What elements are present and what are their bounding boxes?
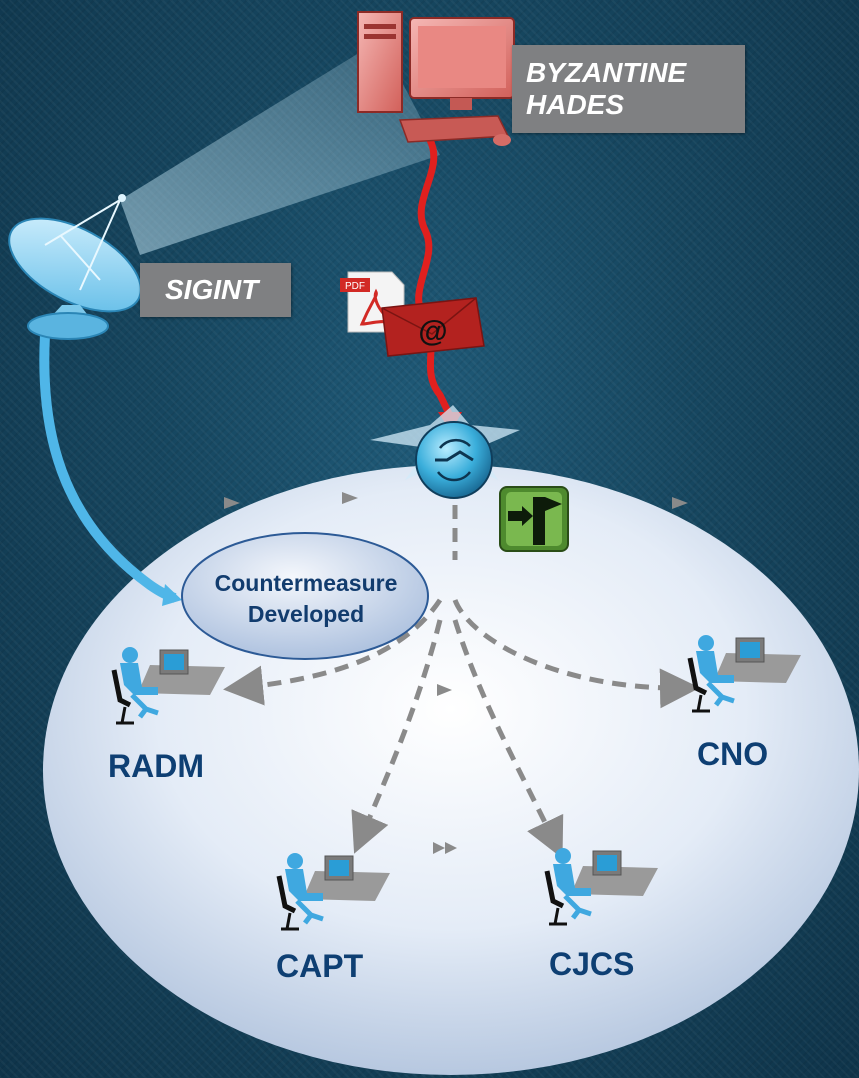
distribution-arrows: [223, 505, 700, 859]
flow-markers: [224, 492, 688, 854]
email-icon: @: [381, 297, 485, 357]
pdf-badge-text: PDF: [345, 281, 365, 292]
sigint-arrow-head: [162, 584, 182, 606]
email-at-symbol: @: [418, 315, 447, 348]
byzantine-hades-line2: HADES: [526, 89, 625, 120]
arrow-to-capt: [351, 619, 443, 854]
role-label-radm: RADM: [108, 748, 204, 784]
arrow-to-cjcs: [452, 619, 564, 859]
countermeasure-ellipse: [181, 532, 429, 660]
decision-icon: [499, 486, 569, 552]
byzantine-hades-line1: BYZANTINE: [526, 57, 687, 88]
router-icon: [415, 421, 493, 499]
role-label-cjcs: CJCS: [549, 946, 635, 982]
role-label-cno: CNO: [697, 736, 769, 772]
countermeasure-line1: Countermeasure: [214, 570, 398, 596]
sigint-label: SIGINT: [140, 263, 291, 317]
arrow-to-radm: [223, 598, 443, 706]
satellite-dish-icon: [8, 194, 142, 340]
role-label-capt: CAPT: [276, 948, 364, 984]
byzantine-hades-label: BYZANTINE HADES: [512, 45, 745, 133]
attack-path-line: [415, 138, 456, 422]
countermeasure-label: Countermeasure Developed: [184, 568, 428, 630]
person-at-desk-icon: [111, 647, 225, 725]
sigint-to-countermeasure-arrow: [39, 334, 177, 603]
countermeasure-line2: Developed: [247, 601, 365, 627]
arrow-to-cno: [452, 599, 700, 709]
